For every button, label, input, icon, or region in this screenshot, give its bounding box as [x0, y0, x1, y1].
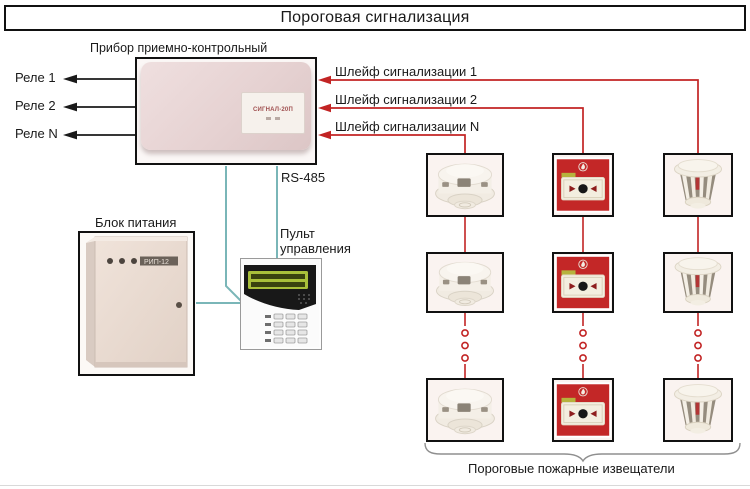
flame-detector-image: [665, 380, 731, 440]
detector-box-callpoint-1: [552, 153, 614, 217]
detectors-caption: Пороговые пожарные извещатели: [468, 461, 675, 476]
continuation-dots: [461, 329, 702, 362]
detector-box-callpoint-3: [552, 378, 614, 442]
flame-detector-image: [665, 254, 731, 311]
alarm-loop-lines: [318, 75, 699, 153]
loop-label-n: Шлейф сигнализации N: [335, 119, 480, 134]
smoke-detector-image: [428, 155, 502, 215]
bus-wires: [196, 166, 278, 304]
detector-box-smoke-2: [426, 252, 504, 313]
diagram-title: Пороговая сигнализация: [4, 5, 746, 31]
power-supply-photo: РИП-12: [78, 231, 195, 376]
detector-box-smoke-3: [426, 378, 504, 442]
manual-call-point-image: [554, 380, 612, 440]
relay-label-n: Реле N: [15, 126, 58, 141]
power-supply-label: Блок питания: [95, 215, 177, 230]
detector-box-callpoint-2: [552, 252, 614, 313]
manual-call-point-image: [554, 254, 612, 311]
detector-column-connectors: [461, 217, 702, 378]
psu-device-label: РИП-12: [144, 259, 169, 266]
flame-detector-image: [665, 155, 731, 215]
control-panel-sticker: СИГНАЛ-20П: [241, 92, 305, 134]
relay-arrows: [63, 74, 135, 140]
panel-indicator-icons: [266, 116, 280, 120]
detector-box-flame-3: [663, 378, 733, 442]
relay-label-2: Реле 2: [15, 98, 56, 113]
control-panel-device: СИГНАЛ-20П: [141, 62, 311, 150]
smoke-detector-image: [428, 254, 502, 311]
smoke-detector-image: [428, 380, 502, 440]
panel-label: Прибор приемно-контрольный: [90, 41, 268, 55]
keypad-photo: [240, 258, 322, 350]
loop-label-2: Шлейф сигнализации 2: [335, 92, 478, 107]
relay-label-1: Реле 1: [15, 70, 56, 85]
keypad-image: [241, 259, 319, 347]
control-panel-photo: СИГНАЛ-20П: [135, 57, 317, 165]
detector-box-smoke-1: [426, 153, 504, 217]
detector-box-flame-2: [663, 252, 733, 313]
power-supply-image: РИП-12: [86, 236, 188, 368]
diagram-title-text: Пороговая сигнализация: [280, 9, 470, 26]
panel-device-label: СИГНАЛ-20П: [253, 106, 293, 113]
keypad-label: Пульт управления: [280, 226, 351, 256]
detector-box-flame-1: [663, 153, 733, 217]
loop-label-1: Шлейф сигнализации 1: [335, 64, 478, 79]
manual-call-point-image: [554, 155, 612, 215]
bus-label: RS-485: [281, 170, 326, 185]
brace: [424, 442, 741, 463]
